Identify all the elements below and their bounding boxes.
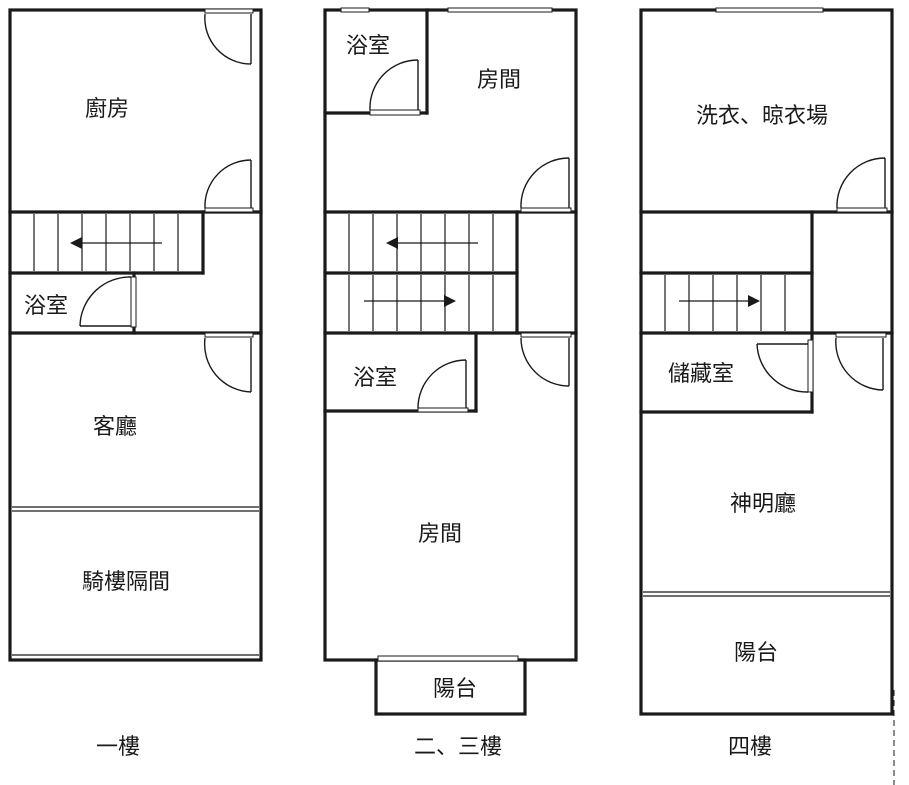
stair-arrow-right-icon [748,295,760,307]
floor-2-3-plan: 浴室 房間 浴室 房間 陽台 二、三樓 [323,7,578,760]
room-label-bathroom: 浴室 [24,294,68,319]
floor-4-staircase [664,275,786,331]
room-label-bathroom-mid: 浴室 [353,366,397,391]
floor-4-doors [756,157,888,393]
room-label-bedroom-main: 房間 [418,522,462,547]
room-label-kitchen: 廚房 [85,97,129,122]
room-label-shrine-hall: 神明廳 [730,492,796,517]
room-label-balcony: 陽台 [734,641,778,666]
floor-4-plan: 洗衣、晾衣場 儲藏室 神明廳 陽台 四樓 [639,7,894,760]
room-label-bedroom-top: 房間 [477,68,521,93]
floor-2-3-staircase [348,214,494,331]
room-label-bathroom-top: 浴室 [346,34,390,59]
floor-1-staircase [33,214,179,271]
room-label-arcade-partition: 騎樓隔間 [82,570,170,595]
room-label-balcony: 陽台 [433,677,477,702]
room-label-living-room: 客廳 [93,415,137,440]
floor-1-caption: 一樓 [96,735,140,760]
stair-arrow-right-icon [444,295,456,307]
floor-4-caption: 四樓 [728,735,772,760]
floor-1-plan: 廚房 浴室 客廳 騎樓隔間 一樓 [8,8,263,760]
room-label-laundry: 洗衣、晾衣場 [696,104,828,129]
stair-arrow-left-icon [386,237,398,249]
stair-arrow-left-icon [70,237,82,249]
floor-2-3-doors [369,59,572,413]
floor-2-3-caption: 二、三樓 [414,735,502,760]
room-label-storage: 儲藏室 [668,362,734,387]
floor-1-doors [79,8,254,393]
